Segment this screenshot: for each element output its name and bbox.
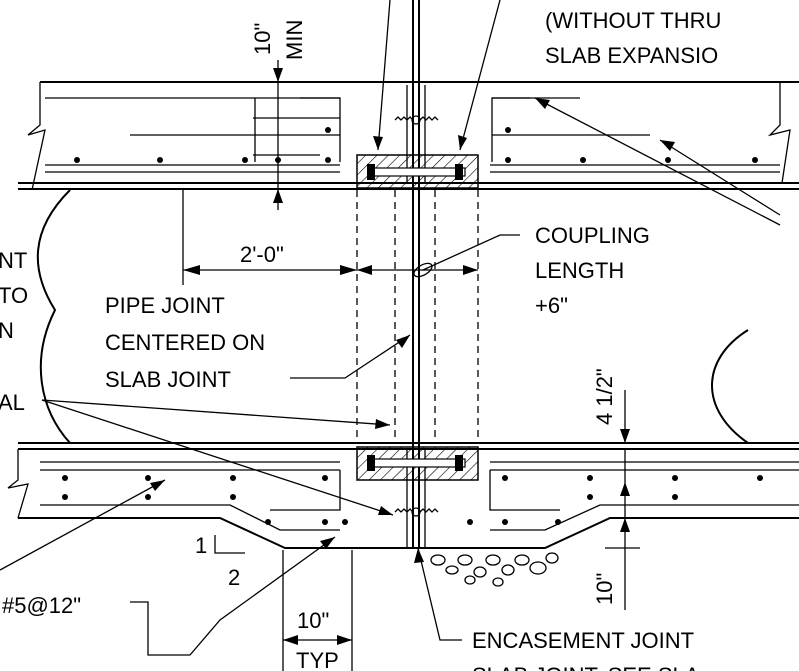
label-top-right-2: SLAB EXPANSIO xyxy=(545,43,718,68)
label-10-typ: 10" xyxy=(297,608,329,633)
coupling-gasket-bottom xyxy=(356,446,479,481)
label-coupling-3: +6" xyxy=(535,293,568,318)
label-left-nt: NT xyxy=(0,248,27,273)
label-coupling-2: LENGTH xyxy=(535,258,624,283)
top-slab xyxy=(18,81,799,191)
label-left-to: TO xyxy=(0,283,28,308)
annotations: (WITHOUT THRU SLAB EXPANSIO 10" MIN 2'-0… xyxy=(0,8,721,671)
joint-seal-marks xyxy=(394,115,439,517)
label-coupling-1: COUPLING xyxy=(535,223,650,248)
label-pipe-joint-1: PIPE JOINT xyxy=(105,293,225,318)
label-top-dim: 10" xyxy=(250,23,275,55)
label-top-right-1: (WITHOUT THRU xyxy=(545,8,721,33)
label-slope-run: 2 xyxy=(228,565,240,590)
label-encasement-2: SLAB JOINT. SEE SLA xyxy=(472,663,700,671)
label-2ft: 2'-0" xyxy=(240,242,284,267)
label-typ: TYP xyxy=(296,648,339,671)
label-left-n: N xyxy=(0,318,14,343)
dimension-lines xyxy=(0,0,781,671)
label-pipe-joint-2: CENTERED ON xyxy=(105,330,265,355)
label-10-bottom: 10" xyxy=(592,573,617,605)
label-top-min: MIN xyxy=(282,20,307,60)
coupling-gasket-top xyxy=(356,154,479,189)
label-rebar: #5@12" xyxy=(2,593,81,618)
label-pipe-joint-3: SLAB JOINT xyxy=(105,367,231,392)
label-slope-rise: 1 xyxy=(195,533,207,558)
gravel-fill xyxy=(430,552,559,587)
label-left-al: AL xyxy=(0,390,25,415)
label-4half: 4 1/2" xyxy=(592,368,617,425)
label-encasement-1: ENCASEMENT JOINT xyxy=(472,628,694,653)
